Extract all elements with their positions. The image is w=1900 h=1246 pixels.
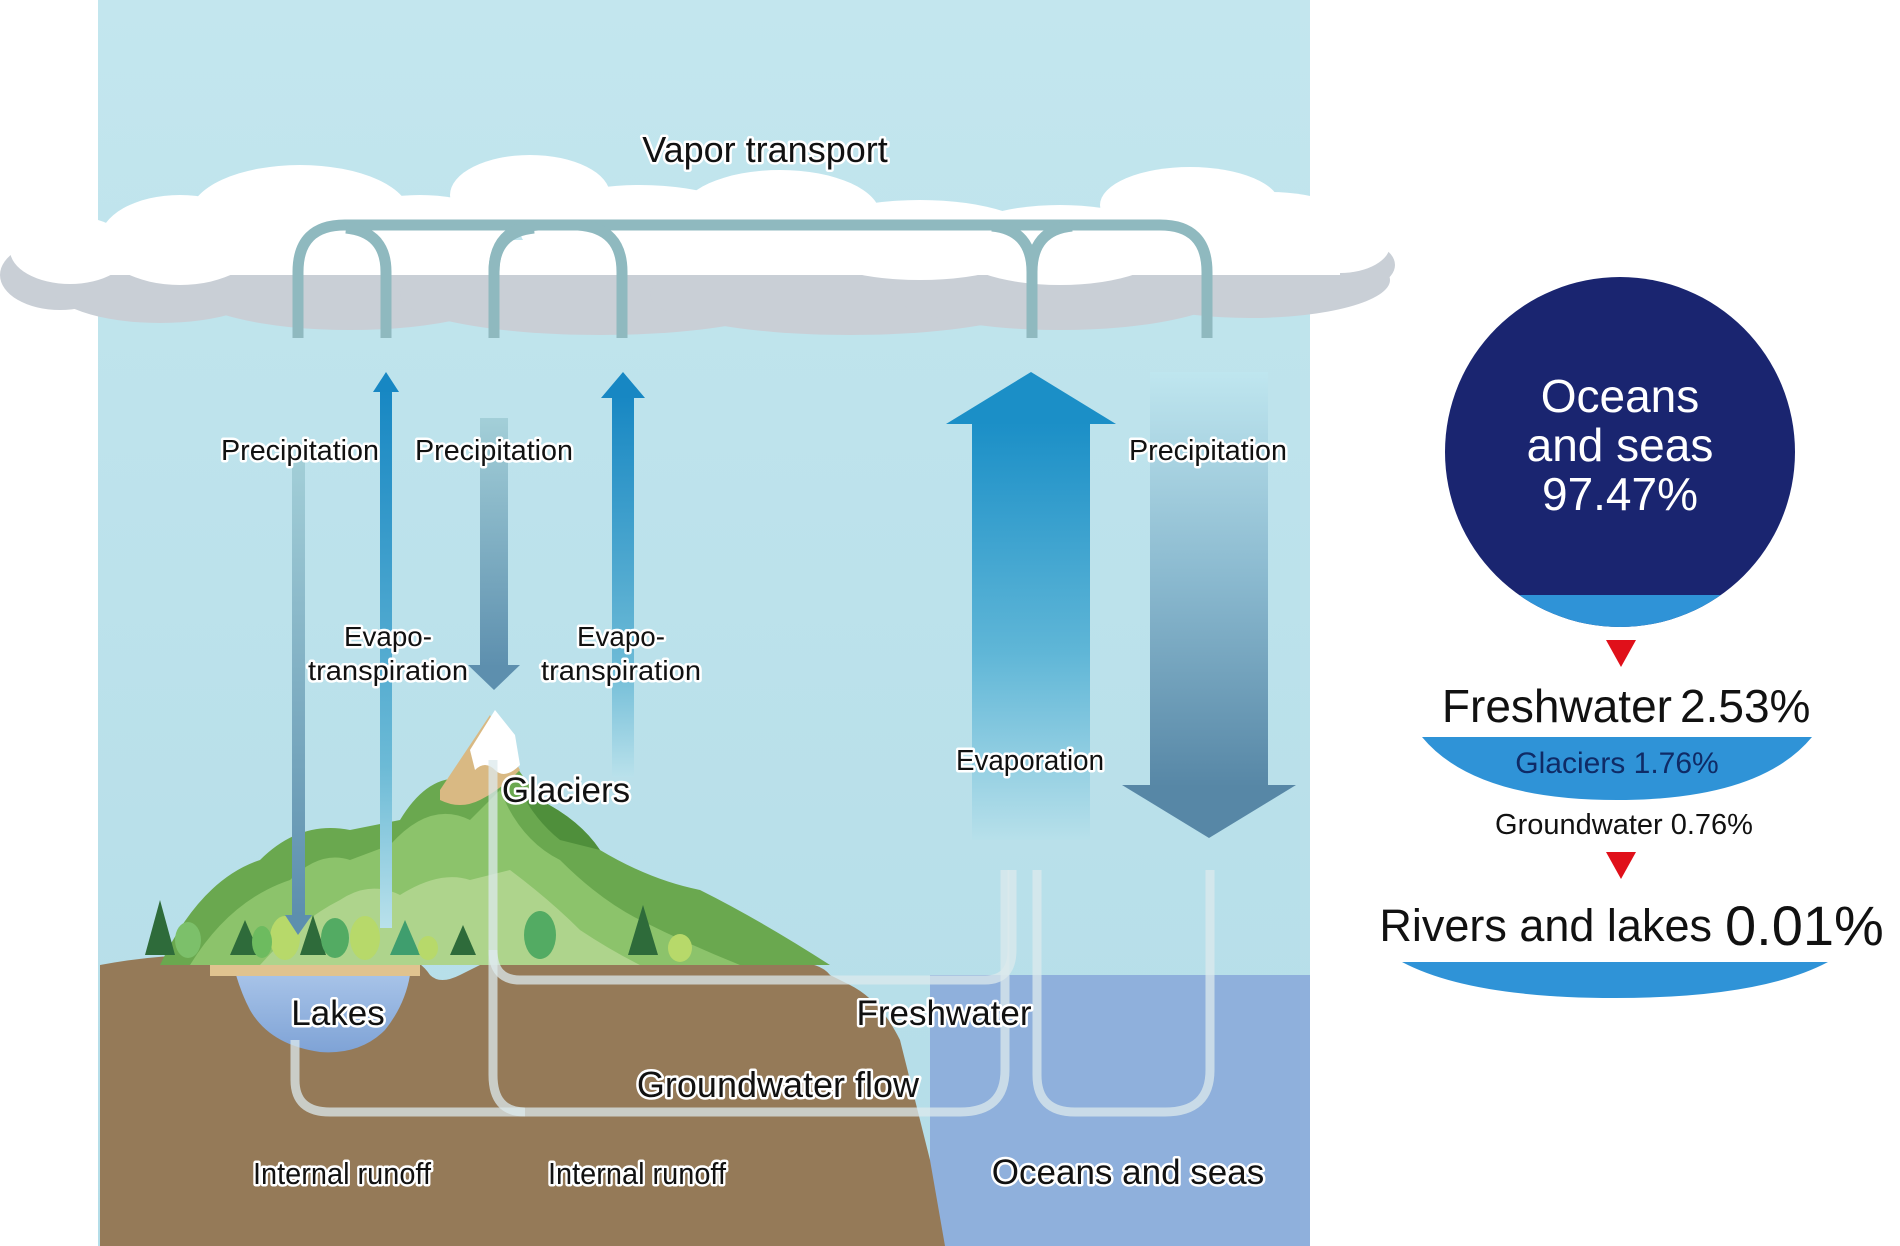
internal-runoff-label-2: Internal runoff [548,1156,726,1191]
oceans-circle-line1: Oceans [1541,370,1700,422]
evapotranspiration-label-1-line2: transpiration [308,655,468,686]
groundwater-breakdown-label: Groundwater 0.76% [1495,809,1753,841]
evapotranspiration-label-2-line1: Evapo- [577,621,665,652]
oceans-circle-line3: 97.47% [1542,468,1698,520]
down-marker-1 [1606,640,1636,667]
precipitation-label-2: Precipitation [415,435,573,467]
rivers-lakes-breakdown-label: Rivers and lakes [1379,900,1712,951]
glaciers-label: Glaciers [502,771,630,810]
internal-runoff-label-1: Internal runoff [253,1156,431,1191]
freshwater-label: Freshwater [856,994,1031,1033]
down-marker-2 [1606,852,1636,879]
vapor-transport-pipes [292,219,1213,338]
evapotranspiration-label-1-line1: Evapo- [344,621,432,652]
lake [236,975,410,1053]
cloud-band [0,155,1395,335]
groundwater-flow-label: Groundwater flow [637,1064,920,1105]
precipitation-arrow-ocean [1122,372,1296,838]
precipitation-label-1: Precipitation [221,435,379,467]
evapotranspiration-arrow-left [373,372,399,928]
rivers-lakes-bowl [1402,962,1828,998]
evapotranspiration-label-2-line2: transpiration [541,655,701,686]
oceans-and-seas-label: Oceans and seas [992,1153,1264,1192]
glaciers-bowl [1422,737,1812,800]
precipitation-arrow-left [285,455,312,935]
rivers-lakes-breakdown-value: 0.01% [1725,894,1884,957]
evapotranspiration-arrow-right [601,372,645,777]
freshwater-breakdown-label: Freshwater [1442,680,1672,732]
precipitation-arrow-mid [468,418,520,690]
groundwater-channels [290,760,1215,1117]
vapor-transport-label: Vapor transport [642,129,887,170]
lakes-label: Lakes [291,994,384,1033]
freshwater-breakdown-value: 2.53% [1680,680,1810,732]
forest [145,900,692,962]
evaporation-label: Evaporation [956,745,1104,777]
oceans-circle-line2: and seas [1527,419,1714,471]
evaporation-arrow [946,372,1116,840]
glaciers-breakdown-label: Glaciers 1.76% [1515,747,1718,780]
precipitation-label-3: Precipitation [1129,435,1287,467]
